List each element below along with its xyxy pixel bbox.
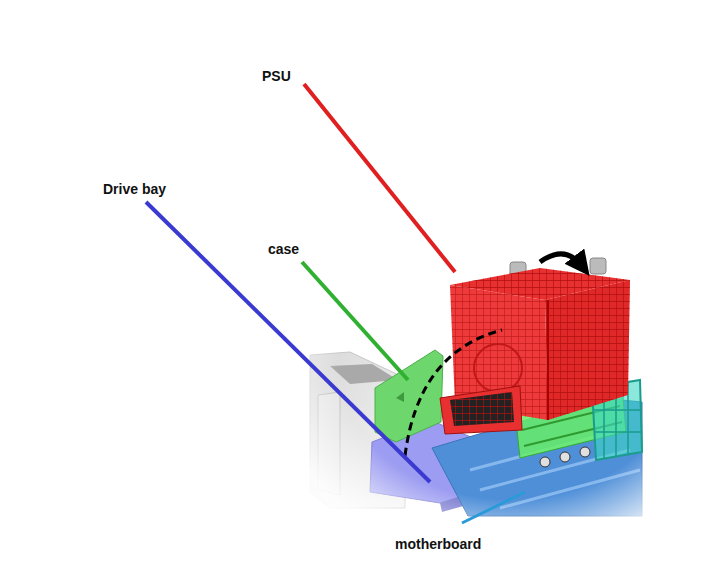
part-label: motherboard [395,536,481,553]
part-label: Drive bay [103,181,166,198]
leader-line [146,202,430,482]
edge-fade [300,250,650,530]
leader-line [302,262,408,380]
leader-line [462,492,525,523]
part-label: case [268,241,299,258]
leader-line [304,84,455,272]
part-label: PSU [262,68,291,85]
